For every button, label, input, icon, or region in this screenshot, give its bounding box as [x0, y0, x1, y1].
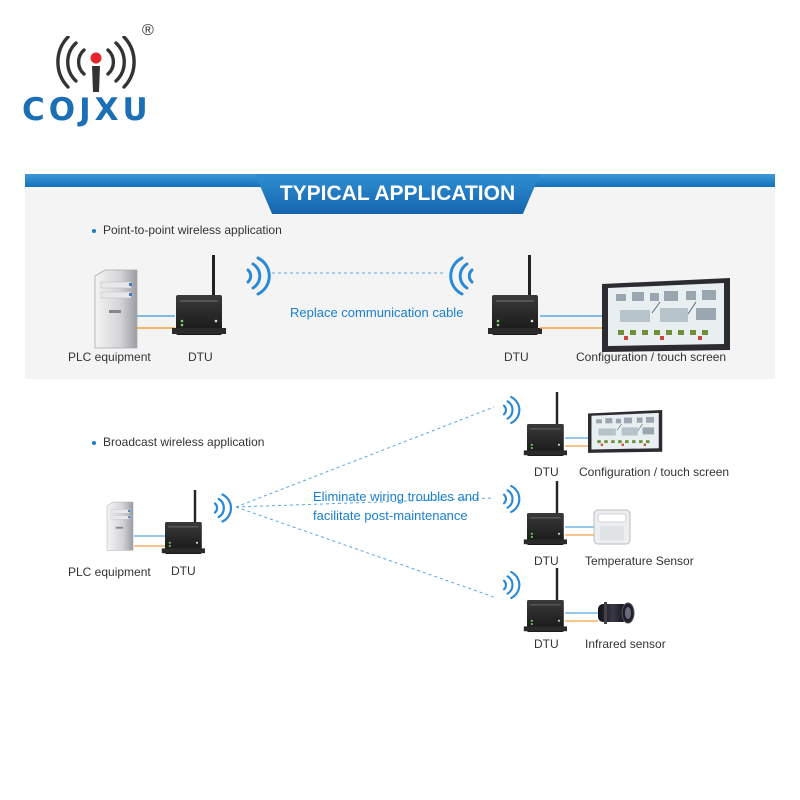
plc-label: PLC equipment: [68, 565, 151, 579]
plc-label: PLC equipment: [68, 350, 151, 364]
target-1-device-label: Configuration / touch screen: [579, 465, 730, 479]
target-2-device-label: Temperature Sensor: [585, 554, 694, 568]
touch-screen-icon: [587, 409, 663, 454]
section2-link-text-line2: facilitate post-maintenance: [313, 508, 468, 523]
section1-bullet: Point-to-point wireless application: [92, 223, 282, 237]
section2-bullet: Broadcast wireless application: [92, 435, 264, 449]
touch-screen-icon: [601, 277, 731, 353]
signal-waves-icon: [502, 570, 521, 600]
signal-waves-icon: [502, 484, 521, 514]
section2-link-text-line1: Eliminate wiring troubles and: [313, 489, 480, 504]
target-3-device-label: Infrared sensor: [585, 637, 666, 651]
signal-waves-icon: [246, 256, 271, 296]
dtu-source-label: DTU: [171, 564, 196, 578]
section1-link-text: Replace communication cable: [290, 305, 464, 320]
temperature-sensor-icon: [593, 509, 631, 545]
dtu-target-1-label: DTU: [534, 465, 559, 479]
dtu-left-icon: [172, 255, 226, 335]
dtu-target-3-icon: [523, 568, 567, 632]
dtu-target-2-label: DTU: [534, 554, 559, 568]
screen-label: Configuration / touch screen: [576, 350, 727, 364]
dtu-left-label: DTU: [188, 350, 213, 364]
dtu-source-icon: [161, 490, 205, 554]
signal-waves-icon: [213, 493, 233, 523]
dtu-target-3-label: DTU: [534, 637, 559, 651]
plc-equipment-icon: [94, 269, 138, 349]
dtu-target-2-icon: [523, 481, 567, 545]
dtu-target-1-icon: [523, 392, 567, 456]
dtu-right-icon: [488, 255, 542, 335]
signal-waves-icon: [502, 395, 521, 425]
signal-waves-icon: [449, 256, 474, 296]
page-title: TYPICAL APPLICATION: [255, 174, 540, 214]
dtu-right-label: DTU: [504, 350, 529, 364]
wireless-logo-icon: [56, 36, 136, 92]
infrared-sensor-icon: [598, 602, 635, 624]
plc-equipment-icon: [106, 501, 134, 551]
registered-mark: ®: [142, 22, 154, 39]
brand-name: COJXU: [22, 92, 152, 128]
